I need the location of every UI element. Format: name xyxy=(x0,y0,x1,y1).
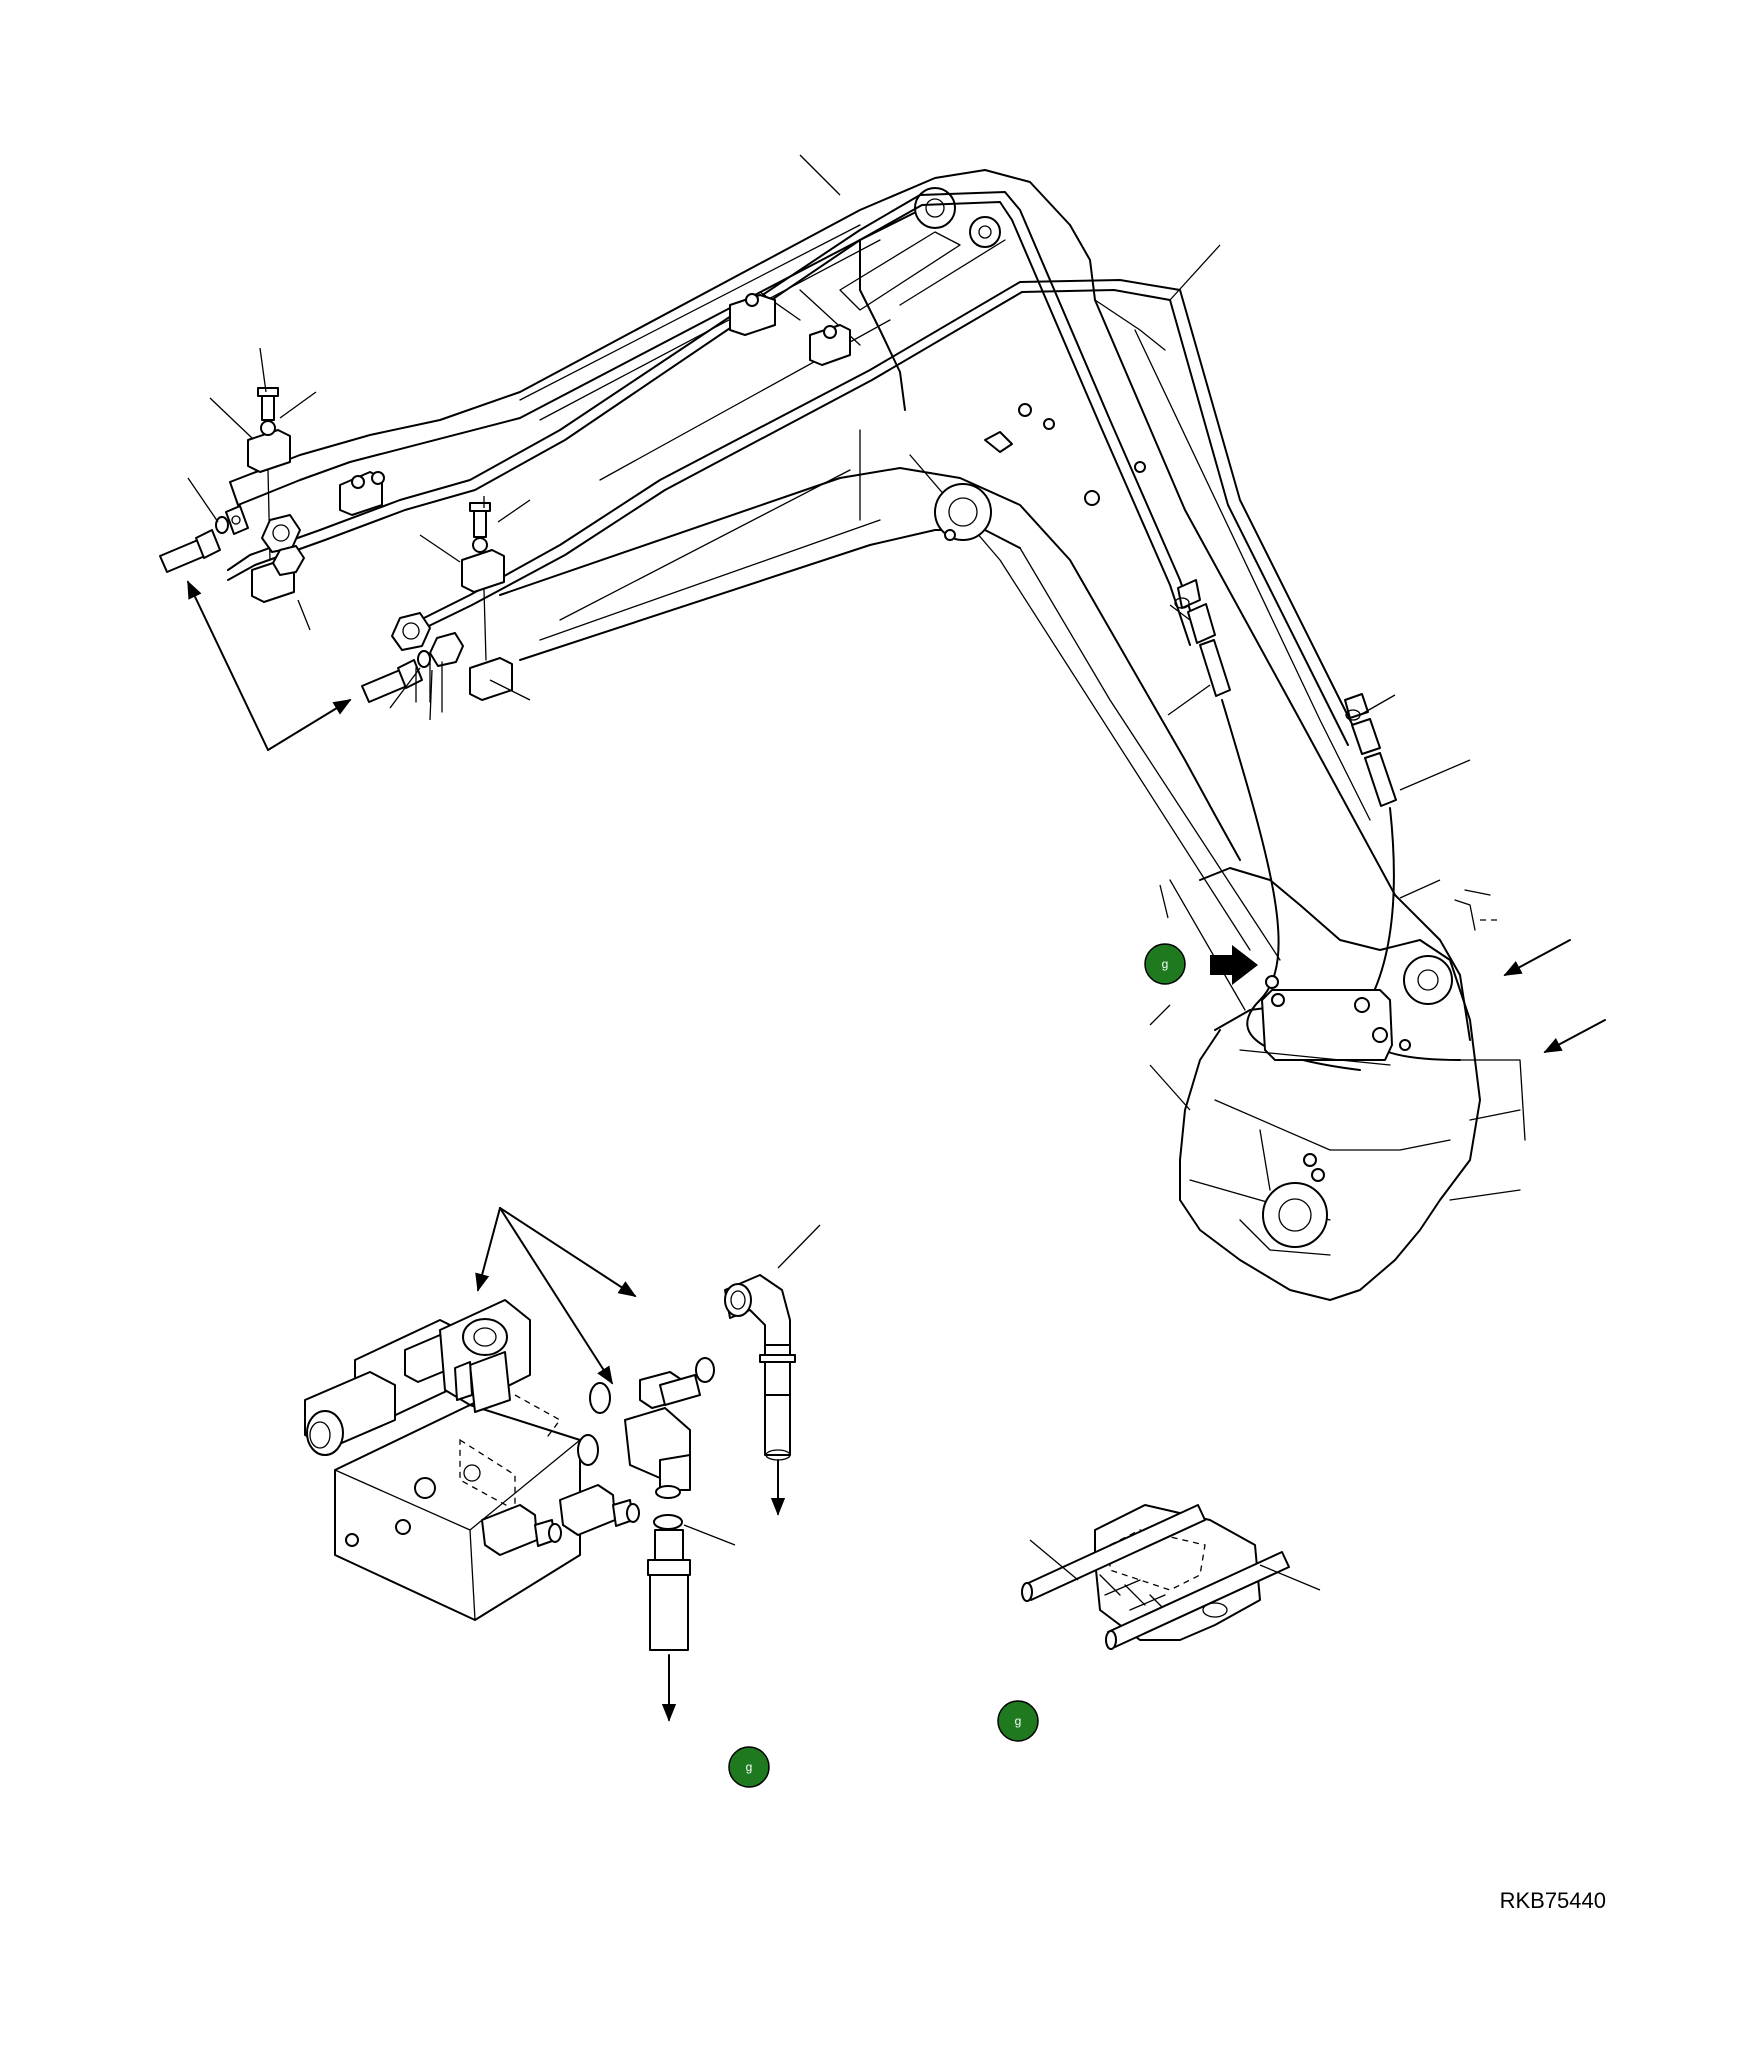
hose-clamp-detail xyxy=(1021,1504,1321,1650)
left-leader-lines xyxy=(187,154,1471,1111)
hose-end-left xyxy=(1177,579,1231,697)
valve-block xyxy=(304,1274,796,1651)
left-fittings xyxy=(159,387,513,713)
lubrication-marker-left: g xyxy=(728,1746,770,1788)
valve-arrows xyxy=(475,1207,821,1722)
boom-arm xyxy=(229,169,1471,1041)
swing-bracket xyxy=(1169,867,1606,1301)
svg-text:g: g xyxy=(1162,957,1169,971)
left-arrows xyxy=(187,580,352,751)
svg-text:g: g xyxy=(1015,1714,1022,1728)
svg-text:g: g xyxy=(746,1760,753,1774)
drawing-reference-code: RKB75440 xyxy=(1500,1888,1606,1913)
hose-end-right xyxy=(1344,693,1397,807)
boom-clamps xyxy=(339,293,851,516)
lubrication-marker-right: g xyxy=(997,1700,1039,1742)
lubrication-marker-boom: g xyxy=(1144,943,1186,985)
